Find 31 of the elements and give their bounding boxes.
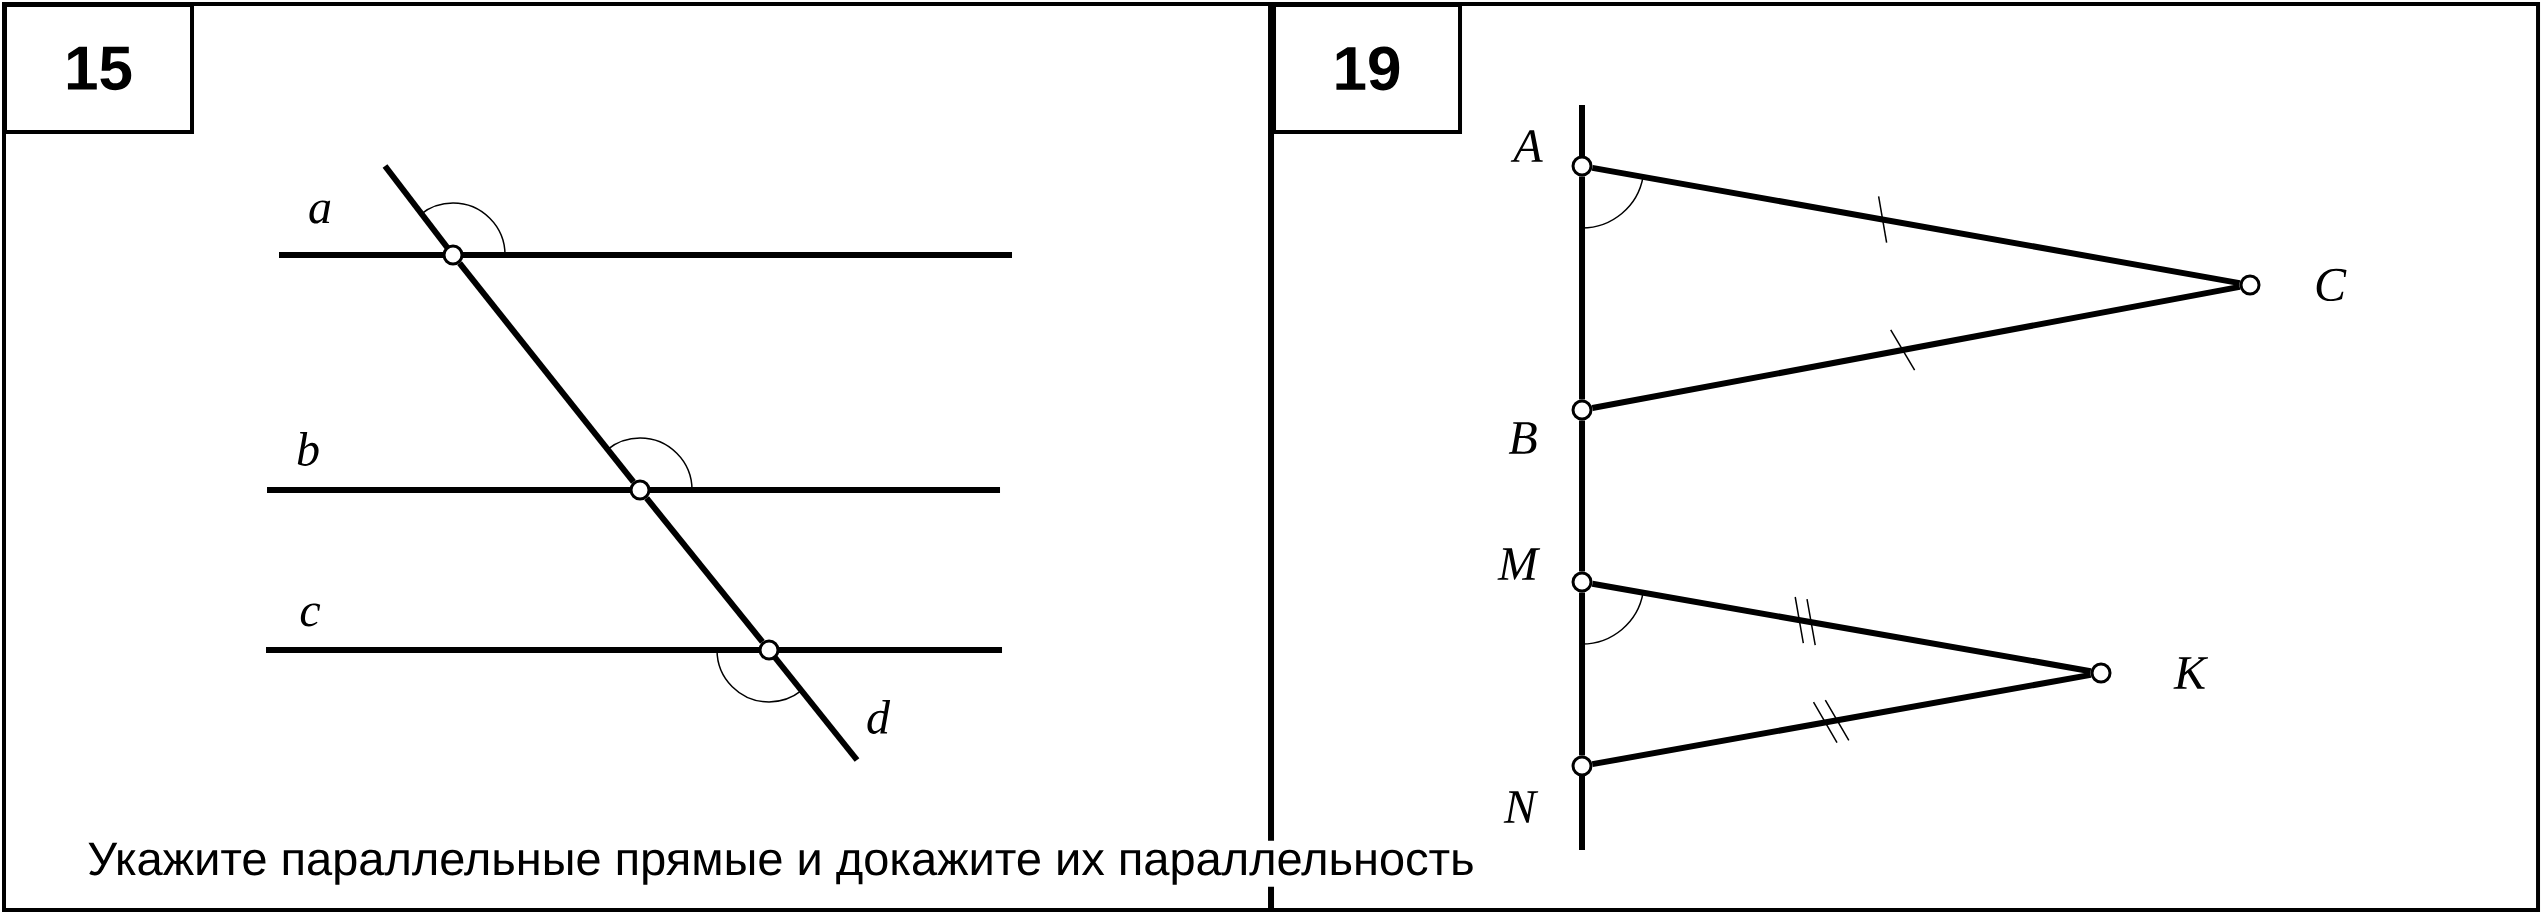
point-label: C: [2316, 268, 2347, 302]
point-marker: [2090, 662, 2112, 684]
point-marker: [442, 244, 464, 266]
point-label: K: [2173, 657, 2209, 689]
point-label: B: [1508, 422, 1537, 454]
straight-line: [1579, 592, 1585, 756]
line-label: c: [300, 603, 321, 627]
caption: Укажите параллельные прямые и докажите их параллельность: [85, 840, 1477, 887]
straight-line: [1591, 580, 2092, 675]
straight-line: [1579, 420, 1585, 572]
straight-line: [1591, 164, 2241, 287]
point-marker: [629, 479, 651, 501]
line-label: d: [867, 700, 891, 734]
point-label: A: [1510, 130, 1543, 162]
point-marker: [1571, 155, 1593, 177]
line-label: b: [297, 432, 319, 466]
point-marker: [2239, 274, 2261, 296]
number-box: 15: [3, 3, 194, 134]
line-label: a: [309, 200, 331, 224]
point-marker: [758, 639, 780, 661]
point-marker: [1571, 571, 1593, 593]
point-marker: [1571, 399, 1593, 421]
straight-line: [644, 496, 765, 644]
straight-line: [1591, 284, 2241, 411]
number-box: 19: [1272, 3, 1462, 134]
straight-line: [1579, 176, 1585, 400]
straight-line: [1591, 671, 2092, 768]
point-marker: [1571, 755, 1593, 777]
point-label: M: [1497, 548, 1541, 580]
point-label: N: [1503, 791, 1539, 823]
straight-line: [457, 261, 636, 484]
